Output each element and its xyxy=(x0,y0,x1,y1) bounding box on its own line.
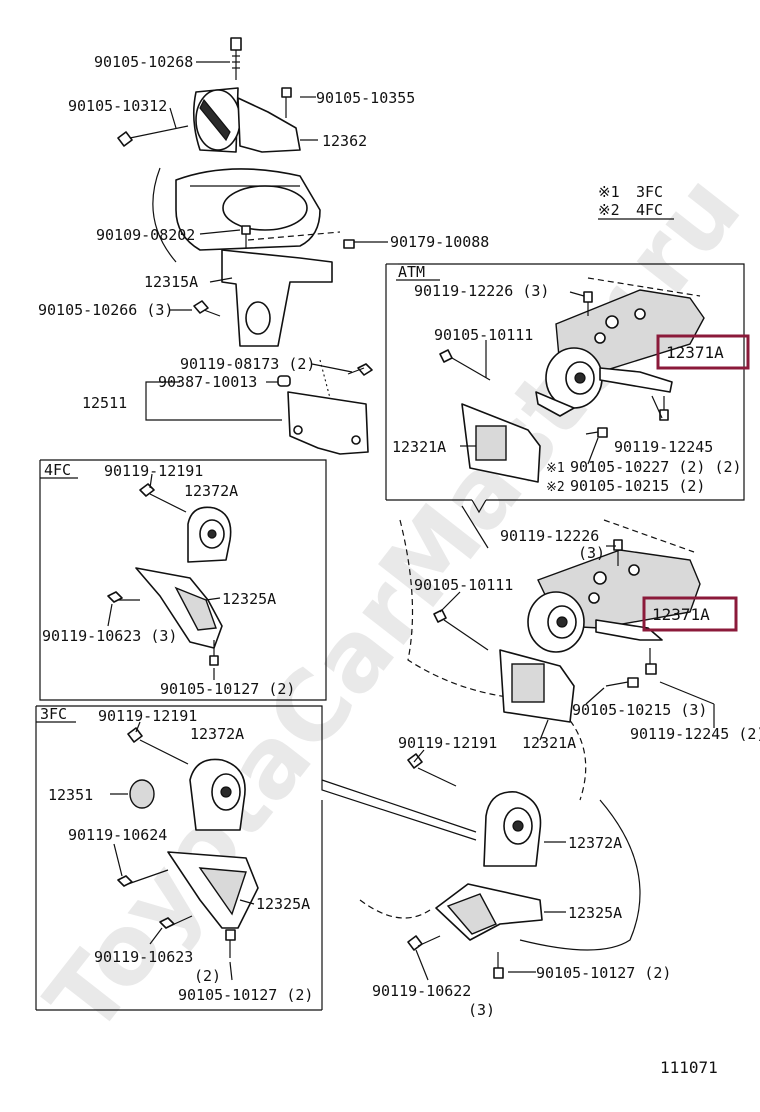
legend-mark-2: ※2 xyxy=(598,201,620,219)
label-mt-qty-3: (3) xyxy=(578,544,605,562)
fc4-box xyxy=(39,459,327,701)
label-mt-90119-12245[interactable]: 90119-12245 (2) xyxy=(630,725,760,743)
label-fc4-90119-10623[interactable]: 90119-10623 (3) xyxy=(42,627,177,645)
label-90387-10013[interactable]: 90387-10013 xyxy=(158,373,257,391)
fc3-box xyxy=(36,705,477,841)
label-90105-10266[interactable]: 90105-10266 (3) xyxy=(38,301,173,319)
label-fc4-12372A[interactable]: 12372A xyxy=(184,482,238,500)
label-atm-90119-12226[interactable]: 90119-12226 (3) xyxy=(414,282,549,300)
label-mt-90105-10215[interactable]: 90105-10215 (3) xyxy=(572,701,707,719)
label-atm-mark-1: ※1 xyxy=(546,461,565,476)
label-90179-10088[interactable]: 90179-10088 xyxy=(390,233,489,251)
label-mt-12372A[interactable]: 12372A xyxy=(568,834,622,852)
atm-mount-drawing xyxy=(439,277,705,483)
figure-number: 111071 xyxy=(660,1058,718,1077)
label-fc4-90119-12191[interactable]: 90119-12191 xyxy=(104,462,203,480)
label-90105-10312[interactable]: 90105-10312 xyxy=(68,97,167,115)
atm-box xyxy=(398,263,745,501)
label-90119-08173[interactable]: 90119-08173 (2) xyxy=(180,355,315,373)
label-90105-10268[interactable]: 90105-10268 xyxy=(94,53,193,71)
label-mt-12325A[interactable]: 12325A xyxy=(568,904,622,922)
label-atm-mark-2: ※2 xyxy=(546,480,565,495)
leader-lines xyxy=(107,61,715,981)
label-12362[interactable]: 12362 xyxy=(322,132,367,150)
fc3-box-title: 3FC xyxy=(40,705,67,723)
label-fc3-90119-12191[interactable]: 90119-12191 xyxy=(98,707,197,725)
legend-text-2: 4FC xyxy=(636,201,663,219)
fc3-mount-drawing xyxy=(117,727,259,958)
label-fc3-qty-2: (2) xyxy=(194,967,221,985)
label-fc3-90119-10624[interactable]: 90119-10624 xyxy=(68,826,167,844)
highlight-12371A-atm[interactable] xyxy=(656,334,750,370)
label-mt-12321A[interactable]: 12321A xyxy=(522,734,576,752)
label-fc3-90105-10127[interactable]: 90105-10127 (2) xyxy=(178,986,313,1004)
fc4-mount-drawing xyxy=(107,483,232,666)
atm-box-title: ATM xyxy=(398,263,425,281)
label-atm-90119-12245[interactable]: 90119-12245 xyxy=(614,438,713,456)
engine-mount-top-drawing xyxy=(117,37,373,455)
highlight-12371A-mt[interactable] xyxy=(642,596,738,632)
label-atm-90105-10111[interactable]: 90105-10111 xyxy=(434,326,533,344)
label-fc4-12325A[interactable]: 12325A xyxy=(222,590,276,608)
legend-text-1: 3FC xyxy=(636,183,663,201)
label-90105-10355[interactable]: 90105-10355 xyxy=(316,89,415,107)
label-90109-08202[interactable]: 90109-08202 xyxy=(96,226,195,244)
label-atm-12371A[interactable]: 12371A xyxy=(666,343,724,362)
label-mt-90119-10622[interactable]: 90119-10622 xyxy=(372,982,471,1000)
label-atm-90105-10227[interactable]: 90105-10227 (2) (2) xyxy=(570,458,742,476)
label-mt-90119-12191[interactable]: 90119-12191 xyxy=(398,734,497,752)
label-fc3-90119-10623[interactable]: 90119-10623 xyxy=(94,948,193,966)
fc4-box-title: 4FC xyxy=(44,461,71,479)
label-fc3-12372A[interactable]: 12372A xyxy=(190,725,244,743)
label-fc3-12351[interactable]: 12351 xyxy=(48,786,93,804)
legend-mark-1: ※1 xyxy=(598,183,620,201)
label-mt-90105-10111[interactable]: 90105-10111 xyxy=(414,576,513,594)
label-mt-qty-3b: (3) xyxy=(468,1001,495,1019)
label-atm-12321A[interactable]: 12321A xyxy=(392,438,446,456)
label-atm-90105-10215[interactable]: 90105-10215 (2) xyxy=(570,477,705,495)
label-fc3-12325A[interactable]: 12325A xyxy=(256,895,310,913)
label-12511[interactable]: 12511 xyxy=(82,394,127,412)
label-mt-90119-12226[interactable]: 90119-12226 xyxy=(500,527,599,545)
mt-mount-drawing xyxy=(359,519,701,979)
label-mt-90105-10127[interactable]: 90105-10127 (2) xyxy=(536,964,671,982)
label-mt-12371A[interactable]: 12371A xyxy=(652,605,710,624)
label-fc4-90105-10127[interactable]: 90105-10127 (2) xyxy=(160,680,295,698)
label-12315A[interactable]: 12315A xyxy=(144,273,198,291)
